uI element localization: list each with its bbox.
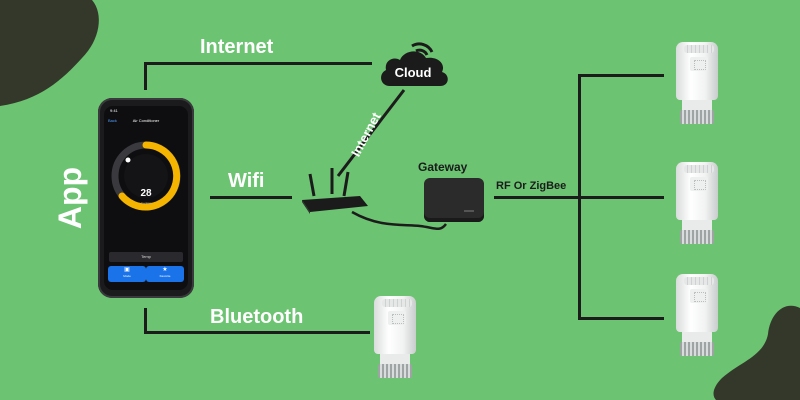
rf-zigbee-label: RF Or ZigBee [496,180,567,192]
phone-mode-button[interactable]: ▣ Mode [108,266,146,282]
bluetooth-thermostat [372,296,418,378]
wire-wifi [210,196,292,199]
wire-internet-vertical [144,62,147,90]
smartphone: 9:41 Back Air Conditioner 28 Cooling Tem… [98,98,194,298]
rf-thermostat-top [674,42,720,124]
wire-bluetooth-vertical [144,308,147,334]
wire-internet-horizontal [144,62,372,65]
bluetooth-label: Bluetooth [210,306,304,328]
app-label-text: App [52,166,88,230]
rf-thermostat-bottom [674,274,720,356]
wire-rf-bottom [578,317,664,320]
phone-temperature: 28 [140,188,152,199]
phone-favorite-button[interactable]: ★ Favorite [146,266,184,282]
app-label: App [52,158,88,238]
wire-bluetooth-horizontal [144,331,370,334]
phone-control-label: Temp [141,254,151,259]
thermostat-dial [111,141,181,211]
phone-status-time: 9:41 [110,108,118,113]
cloud-label: Cloud [394,65,432,80]
phone-mode-button-label: Mode [123,274,131,278]
wire-rf-trunk [578,74,581,320]
internet-label: Internet [200,36,274,58]
phone-control-bar[interactable]: Temp [109,252,183,262]
wire-rf-top [578,74,664,77]
rf-thermostat-middle [674,162,720,244]
phone-back-link[interactable]: Back [108,118,117,123]
mode-icon: ▣ [124,267,130,273]
router-icon [302,168,368,214]
star-icon: ★ [162,267,168,273]
phone-mode-text: Cooling [140,201,152,205]
cloud-icon [381,42,448,86]
gateway-device [424,178,484,222]
gateway-label: Gateway [418,160,468,174]
phone-screen-title: Air Conditioner [132,118,160,123]
wifi-label: Wifi [228,170,265,192]
top-left-blob [0,0,99,106]
phone-favorite-button-label: Favorite [159,274,171,278]
phone-screen: 9:41 Back Air Conditioner 28 Cooling Tem… [104,106,188,290]
bottom-right-blob [713,305,800,400]
